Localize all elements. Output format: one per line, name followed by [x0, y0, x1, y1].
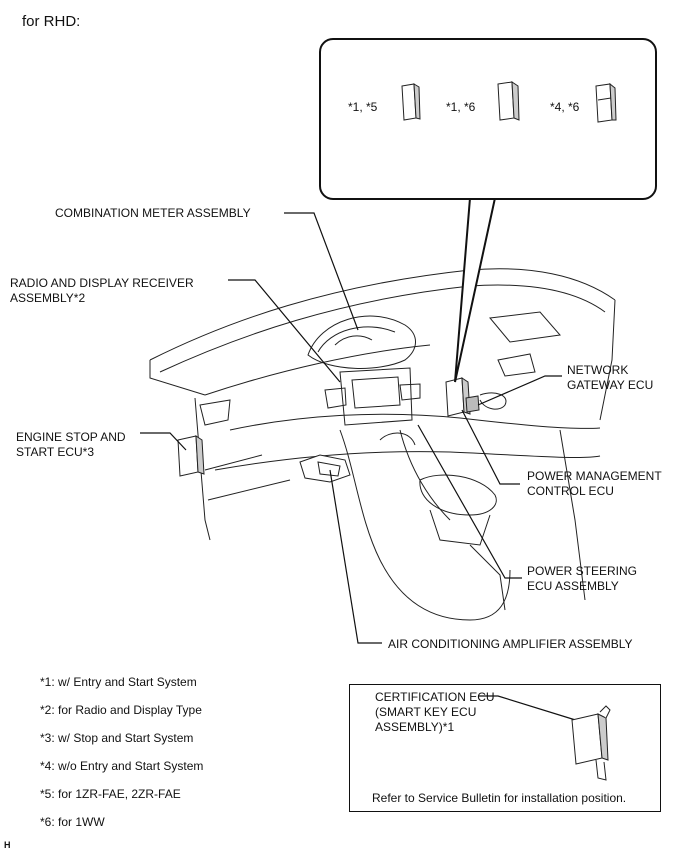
label-power-management-ecu: POWER MANAGEMENT CONTROL ECU	[527, 469, 662, 498]
label-combination-meter: COMBINATION METER ASSEMBLY	[55, 206, 251, 220]
certification-note: Refer to Service Bulletin for installati…	[372, 791, 627, 805]
note-5: *5: for 1ZR-FAE, 2ZR-FAE	[40, 787, 181, 801]
corner-mark: H	[4, 840, 11, 850]
label-radio-display-receiver: RADIO AND DISPLAY RECEIVER ASSEMBLY*2	[10, 276, 194, 305]
note-4: *4: w/o Entry and Start System	[40, 759, 204, 773]
certification-ecu-box	[349, 684, 661, 812]
callout-code-1: *1, *5	[348, 100, 378, 114]
note-2: *2: for Radio and Display Type	[40, 703, 202, 717]
label-air-conditioning-amplifier: AIR CONDITIONING AMPLIFIER ASSEMBLY	[388, 637, 633, 651]
callout-code-3: *4, *6	[550, 100, 580, 114]
label-engine-stop-start-ecu: ENGINE STOP AND START ECU*3	[16, 430, 126, 459]
variant-callout	[319, 38, 657, 200]
note-3: *3: w/ Stop and Start System	[40, 731, 194, 745]
label-network-gateway-ecu: NETWORK GATEWAY ECU	[567, 363, 654, 392]
page-title: for RHD:	[22, 13, 81, 30]
label-certification-ecu: CERTIFICATION ECU (SMART KEY ECU ASSEMBL…	[375, 690, 495, 734]
label-power-steering-ecu: POWER STEERING ECU ASSEMBLY	[527, 564, 638, 593]
note-6: *6: for 1WW	[40, 815, 105, 829]
callout-code-2: *1, *6	[446, 100, 476, 114]
note-1: *1: w/ Entry and Start System	[40, 675, 197, 689]
